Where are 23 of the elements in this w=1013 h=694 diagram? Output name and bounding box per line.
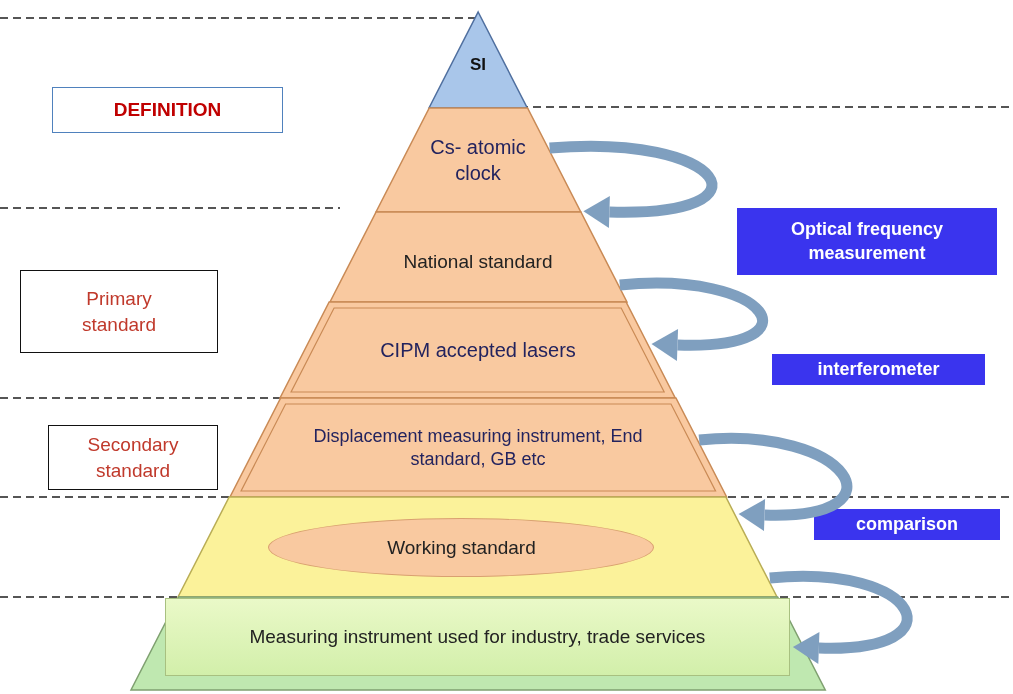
pyramid-tier — [329, 212, 627, 302]
tier-label: CIPM accepted lasers — [379, 338, 577, 363]
pyramid-tier — [229, 398, 727, 497]
level-label: Secondary standard — [48, 425, 218, 490]
curved-arrow — [549, 140, 718, 228]
method-label: interferometer — [772, 354, 985, 385]
pyramid-tier — [130, 597, 826, 690]
method-label: Optical frequency measurement — [737, 208, 997, 275]
apex-triangle — [428, 12, 528, 108]
tier-label: Cs- atomic clock — [429, 135, 527, 186]
pyramid-tier — [280, 302, 676, 398]
method-label: comparison — [814, 509, 1000, 540]
pyramid-tier — [178, 497, 778, 597]
tier-label: Displacement measuring instrument, End standard, GB etc — [312, 424, 644, 471]
tier-label: National standard — [402, 249, 554, 274]
curved-arrow — [698, 432, 853, 531]
tier-label: SI — [468, 53, 487, 76]
level-label: DEFINITION — [52, 87, 283, 133]
label-box: Measuring instrument used for industry, trade services — [164, 598, 790, 676]
pyramid-tier — [375, 108, 581, 212]
curved-arrow — [619, 277, 768, 361]
level-label: Primary standard — [20, 270, 218, 353]
curved-arrow — [769, 570, 913, 664]
